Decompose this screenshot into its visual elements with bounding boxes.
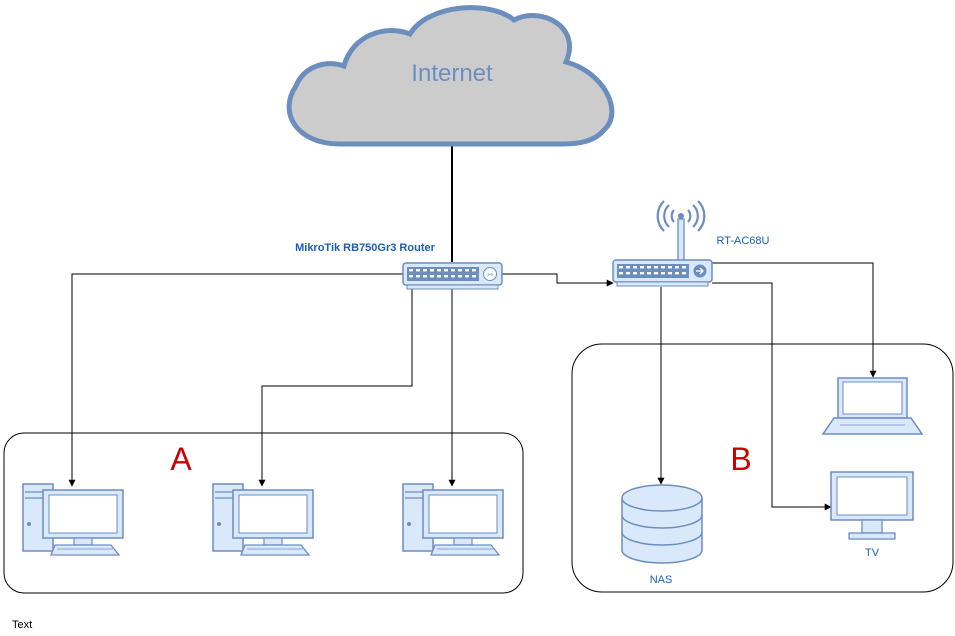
- zone-a-label: A: [170, 441, 192, 477]
- desktop-computer-icon: [402, 483, 504, 556]
- zone-a-box: [3, 432, 524, 594]
- internet-cloud: Internet: [286, 5, 615, 147]
- router-device: ⇿: [402, 262, 503, 290]
- ap-device: [612, 200, 713, 287]
- link-router-pc1: [68, 273, 403, 487]
- router-label: MikroTik RB750Gr3 Router: [295, 242, 436, 254]
- desktop-computer-icon: [212, 483, 314, 556]
- link-ap-laptop: [712, 262, 877, 378]
- zone-b-label: B: [730, 441, 751, 477]
- svg-text:⇿: ⇿: [487, 270, 494, 279]
- link-router-pc2: [258, 285, 413, 487]
- cloud-label: Internet: [411, 60, 493, 87]
- desktop-computer-icon: [22, 483, 124, 556]
- tv-icon: [830, 471, 914, 540]
- wifi-signal-icon: [678, 213, 684, 219]
- link-router-ap: [501, 273, 614, 287]
- nas-label: NAS: [650, 574, 673, 586]
- tv-label: TV: [865, 547, 880, 559]
- nas-storage-icon: [621, 484, 703, 564]
- footer-text: Text: [12, 619, 32, 631]
- laptop-icon: [821, 377, 924, 435]
- link-ap-tv: [712, 282, 832, 511]
- ap-label: RT-AC68U: [717, 235, 770, 247]
- zone-b-box: [571, 343, 954, 593]
